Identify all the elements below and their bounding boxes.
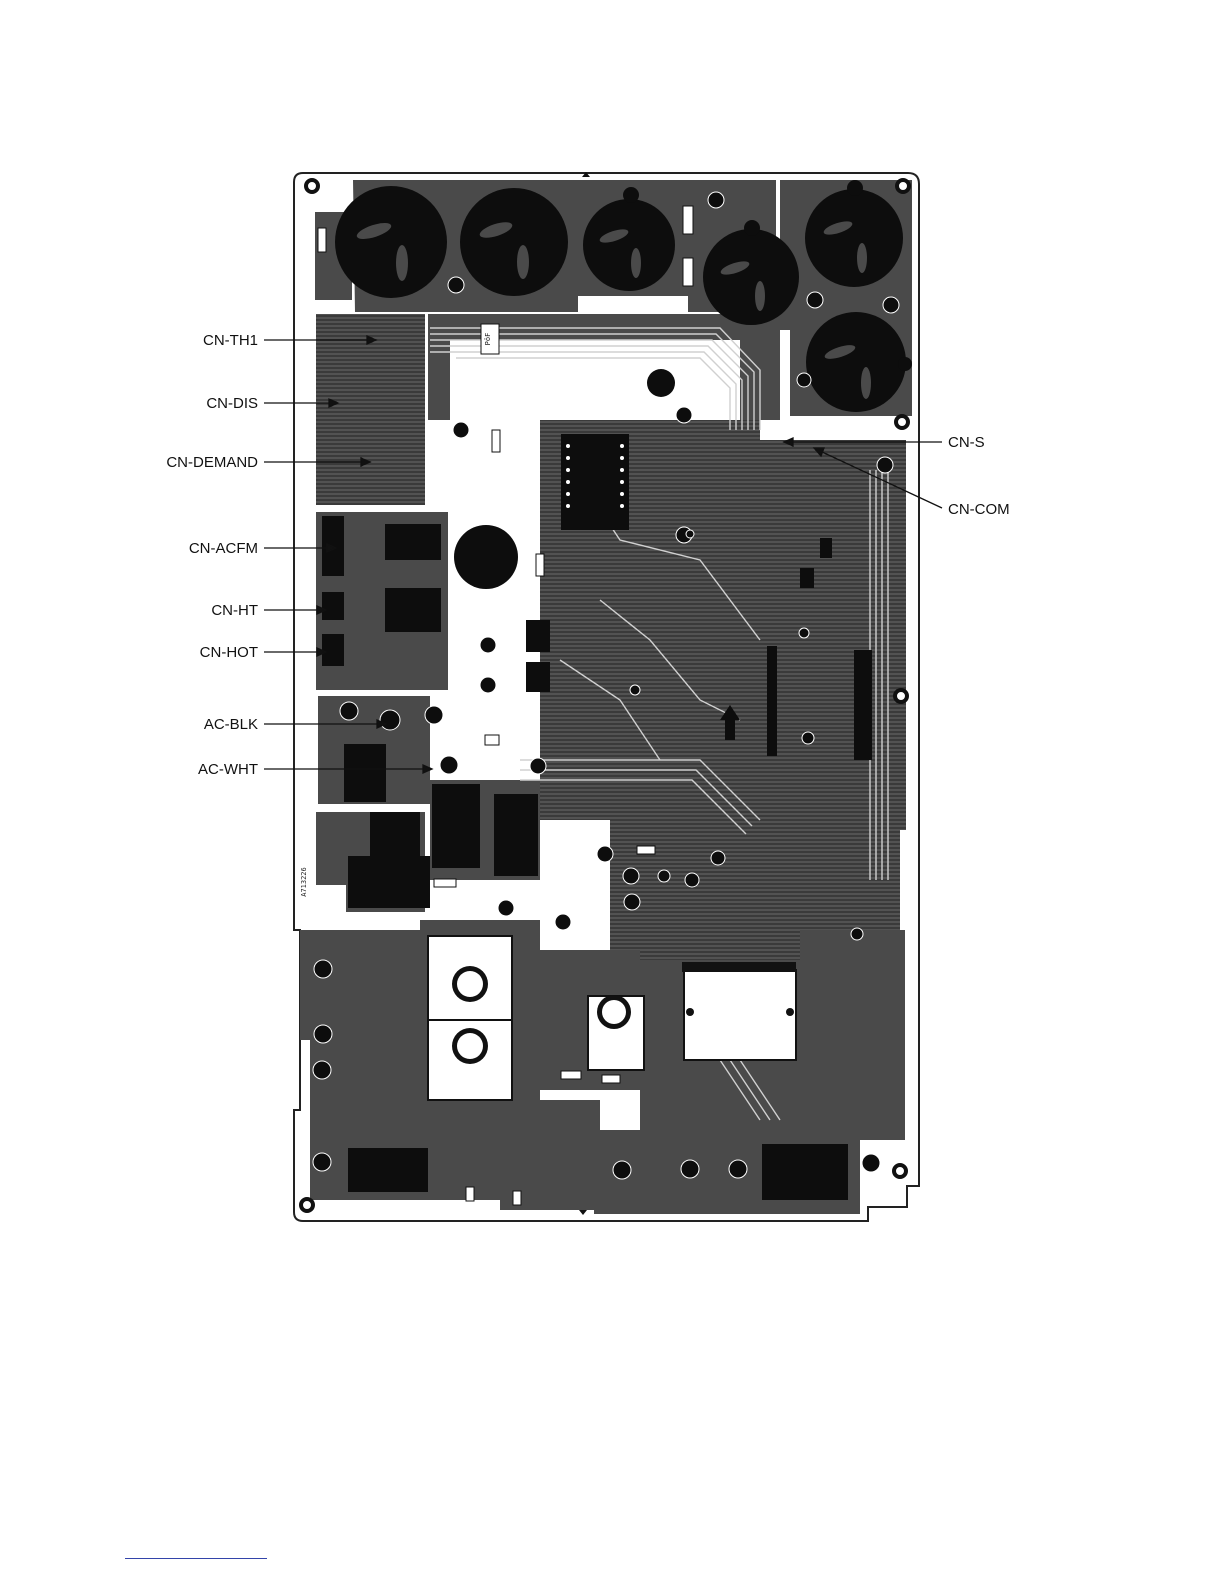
capacitor-c4 — [703, 229, 799, 325]
capacitor-c3 — [583, 199, 675, 291]
silk-p-of: PöF — [484, 333, 492, 346]
relay-2 — [385, 588, 441, 632]
capacitor-c8 — [647, 369, 675, 397]
label-cn-s: CN-S — [948, 434, 985, 451]
ic-strip-right — [854, 650, 872, 760]
capacitor-c6 — [806, 312, 906, 412]
label-ac-blk: AC-BLK — [204, 716, 258, 733]
label-cn-com: CN-COM — [948, 501, 1010, 518]
label-cn-acfm: CN-ACFM — [189, 540, 258, 557]
power-block-3 — [370, 812, 420, 856]
ic-strip-mid — [767, 646, 777, 756]
label-ac-wht: AC-WHT — [198, 761, 258, 778]
capacitor-c2 — [460, 188, 568, 296]
power-block-2 — [494, 794, 538, 876]
capacitor-c7 — [454, 525, 518, 589]
label-cn-th1: CN-TH1 — [203, 332, 258, 349]
capacitor-c1 — [335, 186, 447, 298]
label-cn-dis: CN-DIS — [206, 395, 258, 412]
terminal-block-bottom-right — [762, 1144, 848, 1200]
terminal-block-bottom-left — [348, 1148, 428, 1192]
label-cn-hot: CN-HOT — [200, 644, 258, 661]
power-block-4 — [348, 856, 430, 908]
label-cn-demand: CN-DEMAND — [166, 454, 258, 471]
capacitor-c5 — [805, 189, 903, 287]
footer-link-rule — [125, 1558, 267, 1559]
ipm-module — [684, 970, 796, 1060]
ic-main — [561, 434, 629, 530]
label-cn-ht: CN-HT — [211, 602, 258, 619]
board-part-number: A713226 — [300, 867, 308, 897]
relay-1 — [385, 524, 441, 560]
power-block-1 — [432, 784, 480, 868]
